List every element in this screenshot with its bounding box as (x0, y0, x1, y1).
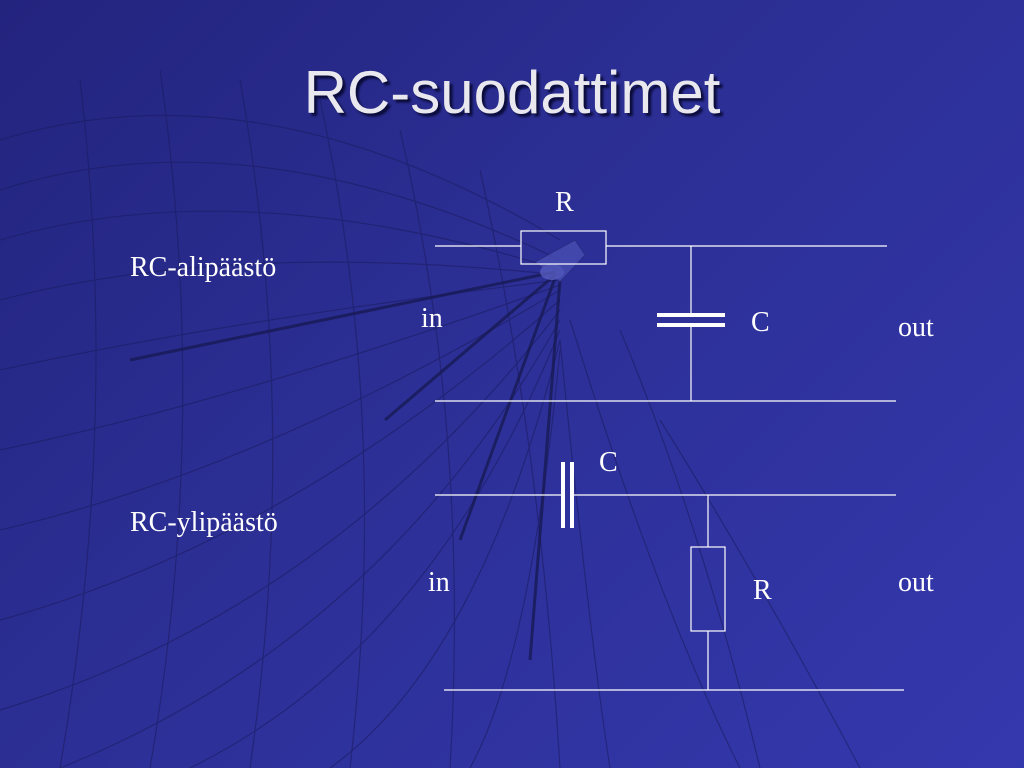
highpass-circuit (435, 462, 904, 691)
lowpass-resistor (520, 230, 607, 265)
lowpass-in-label: in (421, 303, 443, 334)
highpass-out-label: out (898, 567, 934, 598)
lowpass-c-label: C (751, 307, 770, 338)
highpass-in-label: in (428, 567, 450, 598)
lowpass-circuit (435, 230, 896, 402)
highpass-c-label: C (599, 447, 618, 478)
lowpass-title: RC-alipäästö (130, 252, 277, 283)
lowpass-out-label: out (898, 312, 934, 343)
highpass-r-label: R (753, 575, 772, 606)
highpass-title: RC-ylipäästö (130, 507, 278, 538)
highpass-resistor (690, 546, 726, 632)
lowpass-r-label: R (555, 187, 574, 218)
slide-title: RC-suodattimet (303, 59, 721, 126)
